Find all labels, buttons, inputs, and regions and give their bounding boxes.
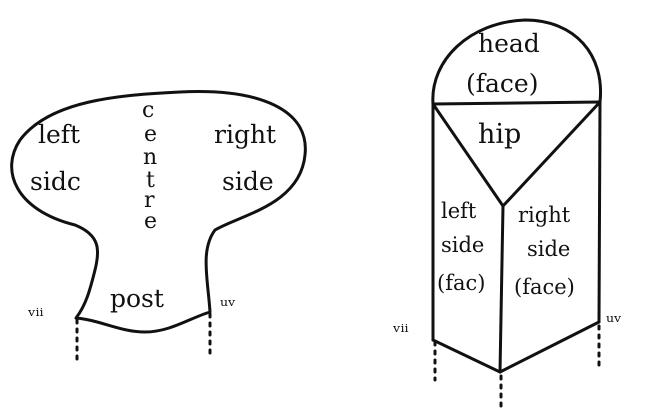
head-dome bbox=[431, 18, 603, 106]
pentagon-diagram: head (face) hip left side (fac) right si… bbox=[392, 18, 622, 410]
left-side-label-3: (fac) bbox=[437, 271, 485, 295]
head-label-1: head bbox=[478, 29, 540, 58]
left-grass-mark: ᵥᵢᵢ bbox=[392, 313, 409, 337]
mushroom-outline bbox=[10, 90, 307, 334]
left-side-label-2: side bbox=[441, 233, 484, 257]
left-side-label-2: sidc bbox=[30, 167, 81, 196]
left-side-label-1: left bbox=[38, 120, 80, 149]
centre-letter: e bbox=[144, 122, 157, 147]
right-side-label-3: (face) bbox=[514, 275, 575, 299]
centre-edge bbox=[498, 204, 505, 374]
base-left bbox=[431, 338, 502, 374]
right-side-label-2: side bbox=[527, 237, 570, 261]
left-grass-mark: ᵥᵢᵢ bbox=[27, 297, 44, 321]
right-side-label-2: side bbox=[222, 167, 274, 196]
centre-letter: n bbox=[143, 145, 157, 170]
mushroom-diagram: left sidc c e n t r e right side post ᵥᵢ… bbox=[10, 90, 307, 367]
hip-left-diagonal bbox=[431, 102, 505, 208]
right-grass-mark: ᵤᵥ bbox=[606, 303, 622, 327]
hip-right-diagonal bbox=[501, 100, 602, 208]
hip-label: hip bbox=[478, 119, 521, 150]
base-right bbox=[498, 320, 601, 374]
head-hip-divider bbox=[431, 100, 602, 106]
centre-letter: e bbox=[144, 209, 157, 234]
centre-letter: t bbox=[146, 168, 155, 193]
centre-letter: r bbox=[144, 188, 155, 213]
right-grass-mark: ᵤᵥ bbox=[220, 287, 236, 311]
right-edge bbox=[597, 100, 602, 324]
right-side-label-1: right bbox=[214, 120, 276, 149]
head-label-2: (face) bbox=[466, 69, 538, 98]
right-side-label-1: right bbox=[518, 203, 571, 227]
left-side-label-1: left bbox=[441, 199, 477, 223]
post-label: post bbox=[110, 284, 164, 313]
centre-letter: c bbox=[142, 98, 154, 123]
